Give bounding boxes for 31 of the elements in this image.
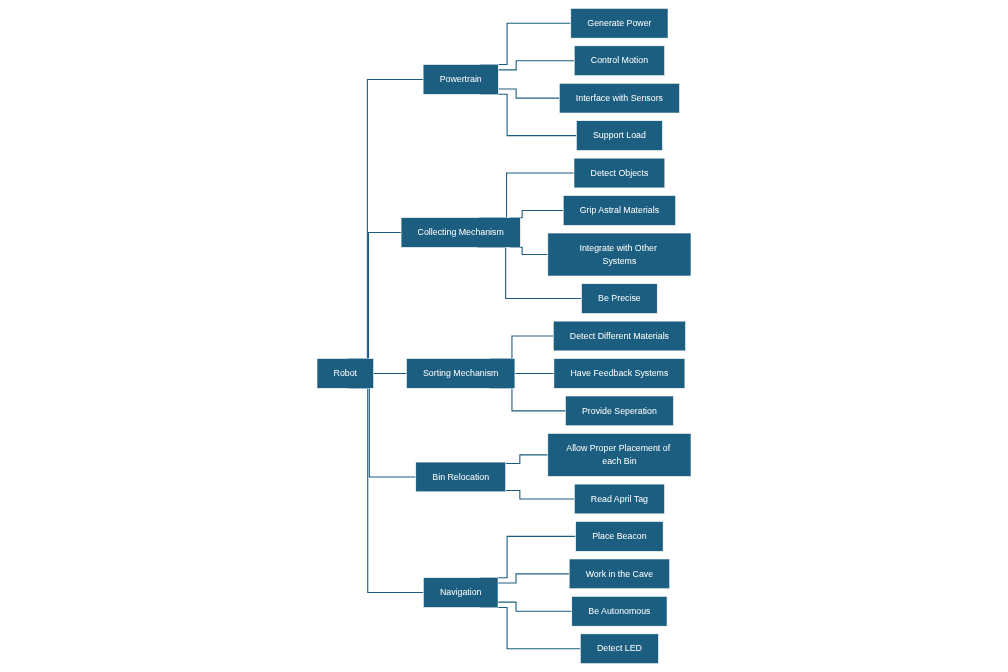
node-box: Support Load xyxy=(576,120,663,151)
node-box: Collecting Mechanism xyxy=(400,217,521,248)
connector xyxy=(497,573,570,584)
node-box: Robot xyxy=(316,358,374,389)
node-box: Provide Seperation xyxy=(565,395,674,426)
node-box: Control Motion xyxy=(573,45,665,76)
node-box: Bin Relocation xyxy=(415,461,506,493)
node-box: Work in the Cave xyxy=(568,558,670,589)
connector xyxy=(497,88,560,99)
node-box: Interface with Sensors xyxy=(559,83,680,114)
node-box: Detect Objects xyxy=(573,157,666,189)
node-box: Place Beacon xyxy=(575,521,664,552)
node-box: Grip Astral Materials xyxy=(562,195,676,226)
node-box: Sorting Mechanism xyxy=(406,358,516,389)
node-box: Integrate with Other Systems xyxy=(547,232,692,277)
connector xyxy=(505,454,549,464)
node-box: Navigation xyxy=(423,577,499,608)
node-box: Detect Different Materials xyxy=(553,320,686,352)
connector xyxy=(514,372,555,374)
connector xyxy=(497,60,575,71)
node-box: Be Precise xyxy=(581,283,658,314)
node-box: Be Autonomous xyxy=(571,596,668,627)
node-box: Have Feedback Systems xyxy=(553,358,686,389)
connector xyxy=(505,489,575,500)
node-box: Detect LED xyxy=(580,633,659,664)
connector xyxy=(373,372,408,374)
node-box: Generate Power xyxy=(570,8,669,39)
node-box: Allow Proper Placement of each Bin xyxy=(547,433,692,477)
connector xyxy=(497,601,573,612)
node-box: Read April Tag xyxy=(574,483,665,515)
node-box: Powertrain xyxy=(422,64,499,95)
